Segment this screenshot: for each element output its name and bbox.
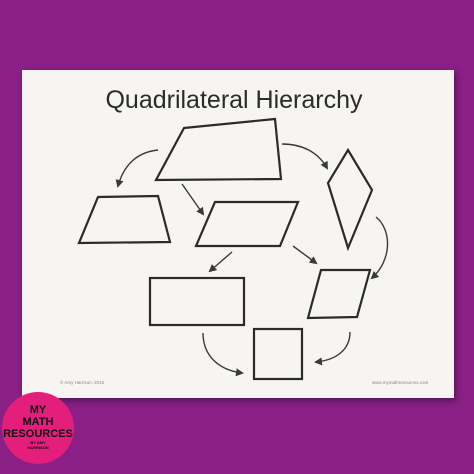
arrow-quad-to-parallelogram xyxy=(181,183,205,216)
arrow-parallelogram-to-rhombus xyxy=(292,245,318,265)
rhombus-shape xyxy=(306,268,372,320)
worksheet-paper xyxy=(22,70,454,398)
square-shape xyxy=(252,327,304,381)
logo-line-2: MATH xyxy=(23,416,54,428)
arrow-quad-to-trapezoid xyxy=(115,149,159,188)
diagram-title: Quadrilateral Hierarchy xyxy=(105,86,363,114)
arrow-parallelogram-to-rectangle xyxy=(208,251,233,273)
arrow-kite-to-rhombus xyxy=(370,216,389,280)
arrow-quad-to-kite xyxy=(281,143,328,170)
logo-line-1: MY xyxy=(30,404,47,416)
logo-line-3: RESOURCES xyxy=(3,428,73,440)
footer-website: www.mymathresources.com xyxy=(372,380,429,385)
logo: MY MATH RESOURCES BY AMY HARRISON xyxy=(2,392,74,464)
rectangle-shape xyxy=(148,276,246,327)
parallelogram-shape xyxy=(194,200,300,248)
footer-copyright: © Amy Harrison, 2015 xyxy=(60,379,105,385)
arrow-rectangle-to-square xyxy=(202,332,244,377)
arrow-rhombus-to-square xyxy=(314,331,351,366)
kite-shape xyxy=(326,147,374,252)
quadrilateral-shape xyxy=(154,117,283,182)
trapezoid-shape xyxy=(77,194,172,245)
logo-circle xyxy=(2,392,74,464)
logo-line-4: BY AMY xyxy=(30,440,46,445)
logo-line-5: HARRISON xyxy=(27,445,48,450)
